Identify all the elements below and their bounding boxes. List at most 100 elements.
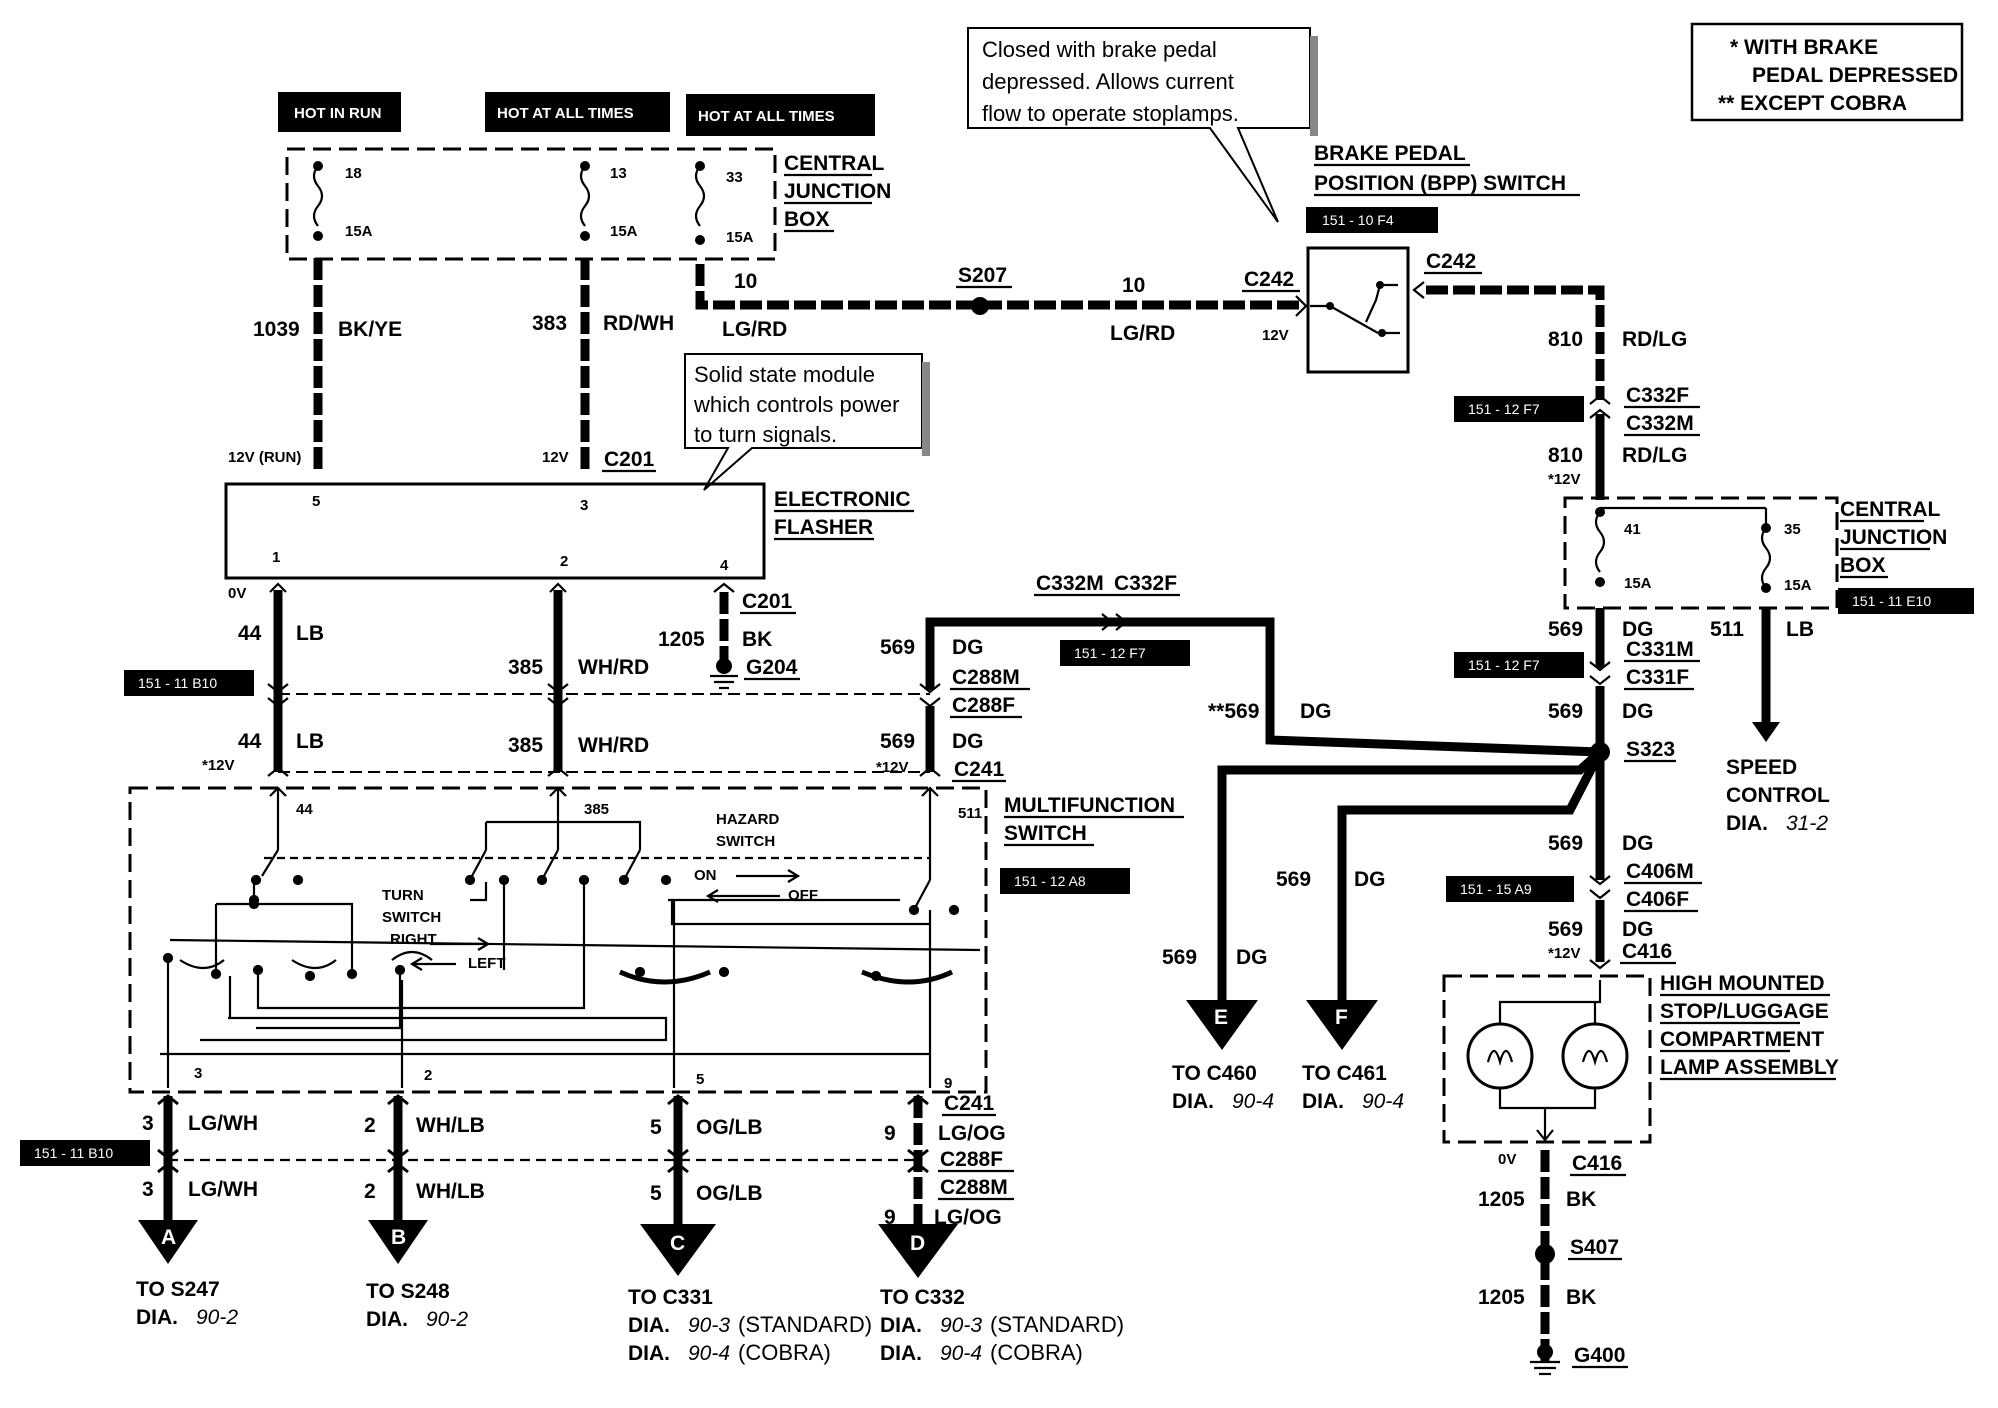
svg-text:DG: DG xyxy=(1622,618,1654,641)
svg-text:BK: BK xyxy=(1566,1286,1596,1309)
svg-text:569: 569 xyxy=(880,730,915,753)
svg-text:C242: C242 xyxy=(1244,268,1294,291)
svg-text:15A: 15A xyxy=(1624,575,1652,592)
svg-text:44: 44 xyxy=(238,730,262,753)
svg-text:LG/RD: LG/RD xyxy=(1110,322,1175,345)
callout-brake-pedal: Closed with brake pedal depressed. Allow… xyxy=(967,27,1318,223)
svg-text:CONTROL: CONTROL xyxy=(1726,784,1830,807)
svg-text:90-2: 90-2 xyxy=(196,1306,238,1329)
flasher-label: ELECTRONIC FLASHER xyxy=(774,488,914,541)
wire-569-to-e xyxy=(1217,748,1604,1000)
svg-text:3: 3 xyxy=(142,1112,154,1135)
svg-text:569: 569 xyxy=(880,636,915,659)
svg-text:LG/OG: LG/OG xyxy=(934,1206,1002,1229)
svg-text:44: 44 xyxy=(296,801,313,818)
svg-text:15A: 15A xyxy=(726,229,754,246)
svg-text:RD/LG: RD/LG xyxy=(1622,444,1687,467)
svg-text:TO S248: TO S248 xyxy=(366,1280,450,1303)
turn-switch-label: TURN SWITCH RIGHT LEFT xyxy=(382,887,506,972)
svg-text:151 - 11 B10: 151 - 11 B10 xyxy=(138,675,217,691)
svg-text:C: C xyxy=(670,1232,685,1255)
svg-text:DIA.: DIA. xyxy=(880,1314,922,1337)
svg-text:*12V: *12V xyxy=(1548,471,1581,488)
svg-text:ON: ON xyxy=(694,867,717,884)
svg-text:STOP/LUGGAGE: STOP/LUGGAGE xyxy=(1660,1000,1829,1023)
svg-text:C201: C201 xyxy=(742,590,793,613)
svg-text:DIA.: DIA. xyxy=(628,1314,670,1337)
svg-text:(COBRA): (COBRA) xyxy=(738,1340,831,1365)
svg-text:1205: 1205 xyxy=(658,628,705,651)
svg-text:DG: DG xyxy=(1622,700,1654,723)
svg-text:RD/LG: RD/LG xyxy=(1622,328,1687,351)
connector-c: C TO C331 DIA. 90-3 (STANDARD) DIA. 90-4… xyxy=(628,1224,872,1365)
svg-text:DIA.: DIA. xyxy=(628,1342,670,1365)
svg-text:15A: 15A xyxy=(1784,577,1812,594)
svg-text:Solid state module: Solid state module xyxy=(694,362,875,387)
ref-tag-multifunction: 151 - 12 A8 xyxy=(1000,868,1130,894)
svg-text:C241: C241 xyxy=(954,758,1005,781)
svg-text:5: 5 xyxy=(312,493,320,510)
speed-control-label: SPEED CONTROL DIA. 31-2 xyxy=(1726,756,1830,835)
svg-text:41: 41 xyxy=(1624,521,1641,538)
svg-text:2: 2 xyxy=(364,1180,376,1203)
svg-text:90-3: 90-3 xyxy=(940,1314,982,1337)
svg-text:DG: DG xyxy=(1236,946,1268,969)
svg-text:LAMP ASSEMBLY: LAMP ASSEMBLY xyxy=(1660,1056,1839,1079)
svg-text:BK: BK xyxy=(742,628,772,651)
svg-text:15A: 15A xyxy=(610,223,638,240)
svg-text:HIGH MOUNTED: HIGH MOUNTED xyxy=(1660,972,1825,995)
legend-line-3: ** EXCEPT COBRA xyxy=(1718,92,1907,115)
svg-text:0V: 0V xyxy=(1498,1151,1516,1168)
bpp-switch xyxy=(1306,246,1410,374)
svg-text:DIA.: DIA. xyxy=(1726,812,1768,835)
svg-text:569: 569 xyxy=(1162,946,1197,969)
svg-text:C288F: C288F xyxy=(952,694,1015,717)
svg-text:TO C460: TO C460 xyxy=(1172,1062,1257,1085)
svg-text:569: 569 xyxy=(1548,918,1583,941)
ref-tag-cjb-right: 151 - 11 E10 xyxy=(1838,588,1974,614)
svg-text:DG: DG xyxy=(1354,868,1386,891)
cjb-right-label: CENTRAL JUNCTION BOX xyxy=(1840,498,1947,579)
bpp-switch-contacts xyxy=(1310,281,1400,337)
svg-text:3: 3 xyxy=(142,1178,154,1201)
connector-d: D TO C332 DIA. 90-3 (STANDARD) DIA. 90-4… xyxy=(878,1224,1124,1365)
bpp-switch-label: BRAKE PEDAL POSITION (BPP) SWITCH xyxy=(1314,142,1580,197)
svg-text:to turn signals.: to turn signals. xyxy=(694,422,837,447)
svg-text:5: 5 xyxy=(696,1071,704,1088)
svg-text:31-2: 31-2 xyxy=(1786,812,1828,835)
svg-text:1039: 1039 xyxy=(253,318,300,341)
fuse-33: 33 15A xyxy=(694,161,754,246)
svg-text:151 - 11 E10: 151 - 11 E10 xyxy=(1852,593,1931,609)
svg-text:C201: C201 xyxy=(604,448,655,471)
svg-text:DG: DG xyxy=(1622,832,1654,855)
svg-text:WH/RD: WH/RD xyxy=(578,656,649,679)
hazard-switch-label: HAZARD SWITCH xyxy=(716,811,779,850)
svg-text:15A: 15A xyxy=(345,223,373,240)
svg-text:12V: 12V xyxy=(1262,327,1289,344)
callout-flasher: Solid state module which controls power … xyxy=(684,353,930,491)
hmsl-label: HIGH MOUNTED STOP/LUGGAGE COMPARTMENT LA… xyxy=(1660,972,1839,1081)
svg-text:9: 9 xyxy=(884,1122,896,1145)
svg-text:(STANDARD): (STANDARD) xyxy=(990,1312,1124,1337)
hmsl-lamp-assembly xyxy=(1442,974,1652,1144)
svg-text:C332M: C332M xyxy=(1036,572,1104,595)
svg-text:RIGHT: RIGHT xyxy=(390,931,437,948)
svg-text:*12V: *12V xyxy=(876,759,909,776)
svg-text:SWITCH: SWITCH xyxy=(382,909,441,926)
svg-text:C288F: C288F xyxy=(940,1148,1003,1171)
svg-text:90-4: 90-4 xyxy=(1362,1090,1404,1113)
svg-text:S323: S323 xyxy=(1626,738,1675,761)
switch-internals xyxy=(160,786,981,1088)
svg-text:D: D xyxy=(910,1232,925,1255)
svg-text:F: F xyxy=(1335,1006,1348,1029)
svg-text:BOX: BOX xyxy=(1840,554,1886,577)
svg-text:HAZARD: HAZARD xyxy=(716,811,779,828)
wire-810-rdlg xyxy=(1426,285,1605,400)
svg-text:DG: DG xyxy=(952,730,984,753)
svg-text:SWITCH: SWITCH xyxy=(716,833,775,850)
svg-text:**569: **569 xyxy=(1208,700,1259,723)
connector-f: F TO C461 DIA. 90-4 xyxy=(1302,1000,1404,1113)
svg-text:E: E xyxy=(1214,1006,1228,1029)
svg-text:DG: DG xyxy=(952,636,984,659)
